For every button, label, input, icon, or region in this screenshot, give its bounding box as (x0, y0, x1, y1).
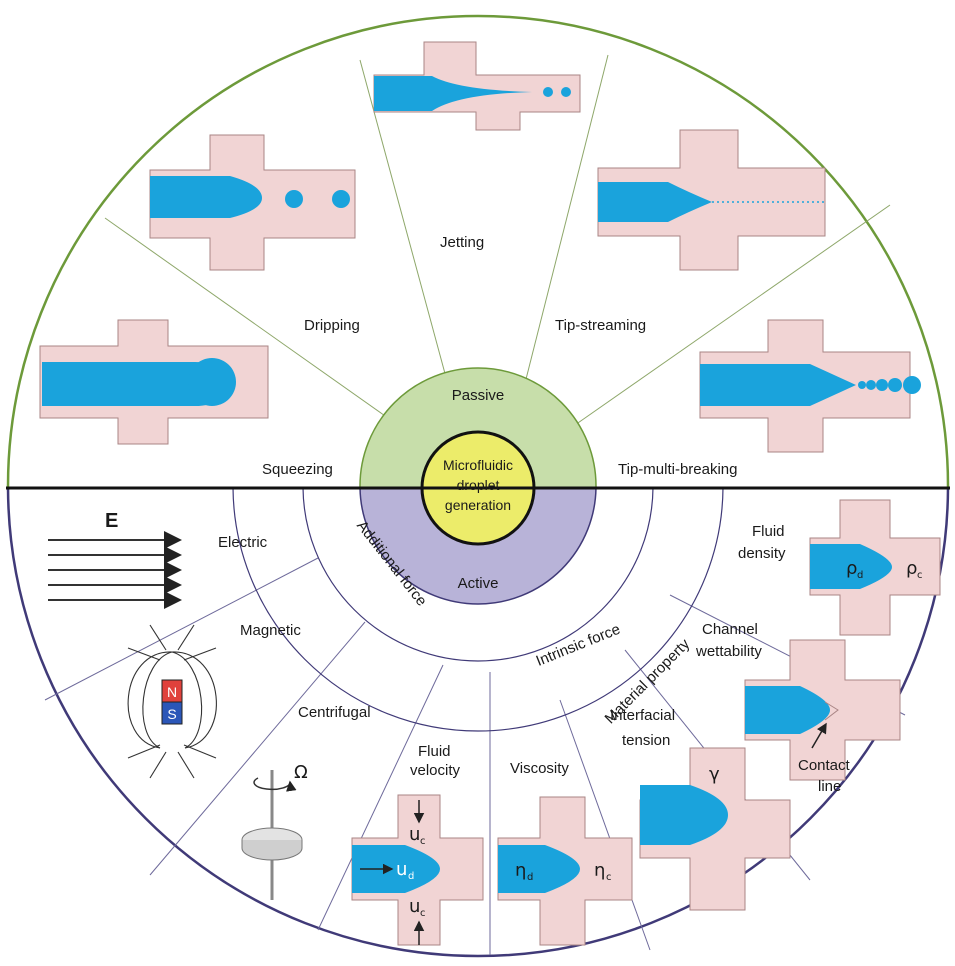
fluid-density-label-2: density (738, 545, 786, 562)
tip-multi-breaking-label: Tip-multi-breaking (618, 461, 737, 478)
dispersed-velocity: u (396, 859, 407, 880)
magnet-north-text: N (167, 684, 177, 700)
passive-label: Passive (452, 387, 505, 404)
dripping-label: Dripping (304, 317, 360, 334)
channel-wettability-illustration: Contact line (744, 639, 901, 795)
dispersed-velocity-sub: d (408, 871, 414, 882)
fluid-velocity-label-2: velocity (410, 762, 461, 779)
electric-label: Electric (218, 534, 268, 551)
dispersed-density-sub: d (857, 570, 863, 581)
dripping-illustration (149, 134, 356, 271)
active-label: Active (458, 575, 499, 592)
continuous-velocity-bottom-sub: c (420, 908, 426, 919)
continuous-velocity-top-sub: c (420, 836, 426, 847)
fluid-velocity-label-1: Fluid (418, 743, 451, 760)
electric-field-symbol: E (105, 510, 118, 532)
center-title-line2: droplet (457, 477, 500, 493)
omega-symbol: Ω (294, 762, 308, 783)
continuous-density: ρ (906, 558, 917, 579)
jetting-illustration (373, 41, 581, 131)
centrifuge-illustration: Ω (241, 762, 308, 900)
jetting-label: Jetting (440, 234, 484, 251)
contact-line-label-1: Contact (798, 757, 851, 774)
interfacial-tension-label-1: Interfacial (610, 707, 675, 724)
viscosity-illustration: η d η c (497, 796, 633, 946)
passive-spokes (104, 54, 891, 426)
center-title-line1: Microfluidic (443, 457, 513, 473)
channel-wettability-label-1: Channel (702, 621, 758, 638)
active-ring (359, 488, 597, 605)
tip-streaming-label: Tip-streaming (555, 317, 646, 334)
continuous-viscosity-sub: c (606, 872, 612, 883)
fluid-density-illustration: ρ d ρ c (809, 499, 941, 636)
continuous-velocity-top: u (409, 824, 420, 845)
channel-wettability-label-2: wettability (695, 643, 762, 660)
magnetic-label: Magnetic (240, 622, 301, 639)
magnet-south-text: S (167, 706, 176, 722)
passive-ring (359, 367, 597, 488)
dispersed-density: ρ (846, 558, 857, 579)
contact-line-label-2: line (818, 778, 841, 795)
fluid-velocity-illustration: u c u d u c (351, 794, 484, 946)
continuous-viscosity: η (594, 860, 605, 881)
dispersed-viscosity-sub: d (527, 872, 533, 883)
material-ring (232, 488, 724, 732)
electric-illustration: E (48, 510, 182, 609)
outer-active-ring (302, 488, 654, 662)
continuous-density-sub: c (917, 570, 923, 581)
fluid-density-label-1: Fluid (752, 523, 785, 540)
centrifugal-label: Centrifugal (298, 704, 371, 721)
viscosity-label: Viscosity (510, 760, 569, 777)
squeezing-illustration (39, 319, 269, 445)
tip-multi-breaking-illustration (699, 319, 921, 453)
squeezing-label: Squeezing (262, 461, 333, 478)
interfacial-tension-symbol: γ (709, 764, 720, 785)
continuous-velocity-bottom: u (409, 896, 420, 917)
tip-streaming-illustration (597, 129, 826, 271)
active-spokes (44, 557, 906, 955)
interfacial-tension-label-2: tension (622, 732, 670, 749)
interfacial-tension-illustration: γ (639, 747, 791, 911)
center-title-line3: generation (445, 497, 511, 513)
magnet-illustration: N S (127, 624, 217, 779)
dispersed-viscosity: η (515, 860, 526, 881)
